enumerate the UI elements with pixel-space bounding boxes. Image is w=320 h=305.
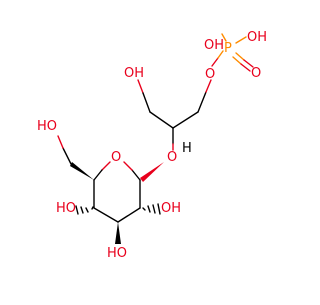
atom-p-oh-right: OH [247,30,267,45]
bond-ch2-ch [149,111,174,129]
bond-ch2-oh-2 [57,135,64,149]
atom-c3-ho: HO [107,246,127,261]
bond-oh-ch2 [137,79,144,94]
bond-p-o-double-a2 [243,59,254,68]
atom-c4-ho: HO [56,201,76,216]
atom-ch2oh-ho: HO [37,119,57,134]
bond-c2-oh-hash [142,203,161,215]
atom-oh-top-left: OH [124,66,144,81]
bond-o-p-2 [217,50,224,59]
atom-glycosidic-o: O [167,150,177,165]
bond-ringo-c5 [101,161,111,171]
atom-p-oh-left: OH [204,38,224,53]
atom-phosphorus: P [224,41,232,56]
bond-o-p [211,57,219,67]
atom-ring-o: O [111,150,121,165]
atom-c2-oh: OH [161,201,181,216]
bond-c2-c3 [117,207,141,223]
bond-c4-oh-hash [75,205,94,215]
bond-c3-oh-wedge [115,222,121,244]
bond-c1-ringo [131,169,141,181]
structure-svg: OH OH OH P O O H O O HO HO HO OH [37,30,267,261]
bond-c1-ringo-2 [123,161,133,171]
atom-p-ester-o: O [205,67,215,82]
bond-p-o-double-b2 [240,63,251,72]
bond-ch2-o-c [197,91,207,113]
bond-ch-ch2-right [172,111,199,129]
atom-glycerol-h: H [182,141,192,156]
bond-ch2-o [205,79,212,93]
bond-p-oh-right [235,36,247,44]
bond-oh-ch2-c [142,92,151,113]
bond-p-o-double-a [235,52,245,61]
bond-c3-c4 [93,207,119,223]
atom-p-double-o: O [251,66,261,81]
bond-p-oh-left [221,33,227,42]
bond-ringo-c5-2 [93,169,103,181]
bond-glycosidic-wedge [140,162,164,182]
bond-p-o-double-b [232,56,242,65]
molecule-structure-diagram: OH OH OH P O O H O O HO HO HO OH [37,30,267,261]
bond-ch2-oh [62,147,72,165]
bond-c5-ch2-wedge [70,162,94,180]
